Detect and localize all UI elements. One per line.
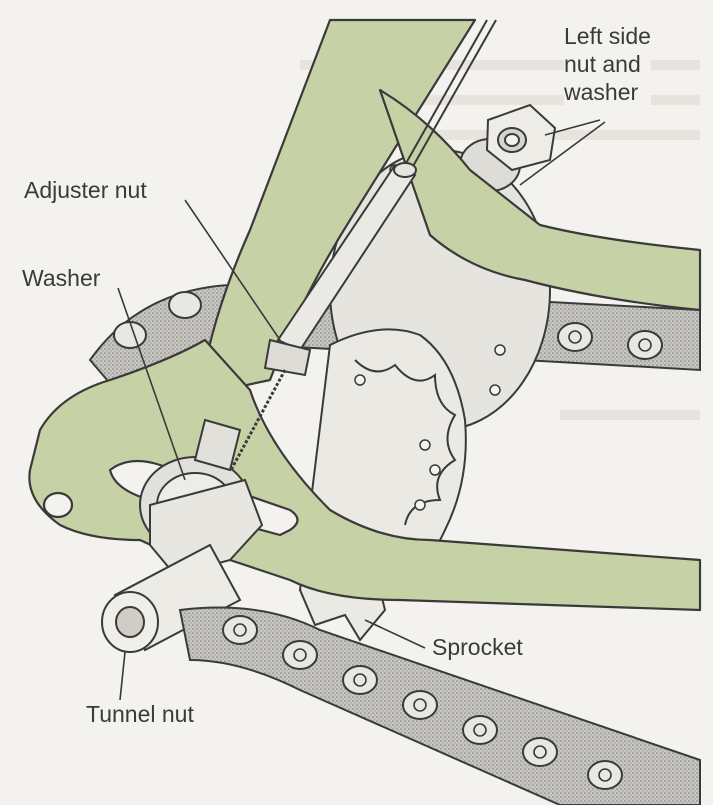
- label-line-1: Left side: [564, 23, 651, 49]
- left-side-nut-and-washer: [459, 103, 557, 192]
- washer-and-tunnel-nut: [101, 418, 264, 653]
- label-tunnel-nut: Tunnel nut: [86, 700, 194, 728]
- label-adjuster-nut: Adjuster nut: [24, 176, 147, 204]
- label-sprocket: Sprocket: [432, 633, 523, 661]
- label-left-side-nut-and-washer: Left side nut and washer: [564, 22, 651, 106]
- leader-lines: [117, 119, 606, 701]
- label-line-2: nut and: [564, 51, 641, 77]
- label-line-3: washer: [564, 79, 639, 105]
- lower-chain: [178, 606, 701, 805]
- label-washer: Washer: [22, 264, 101, 292]
